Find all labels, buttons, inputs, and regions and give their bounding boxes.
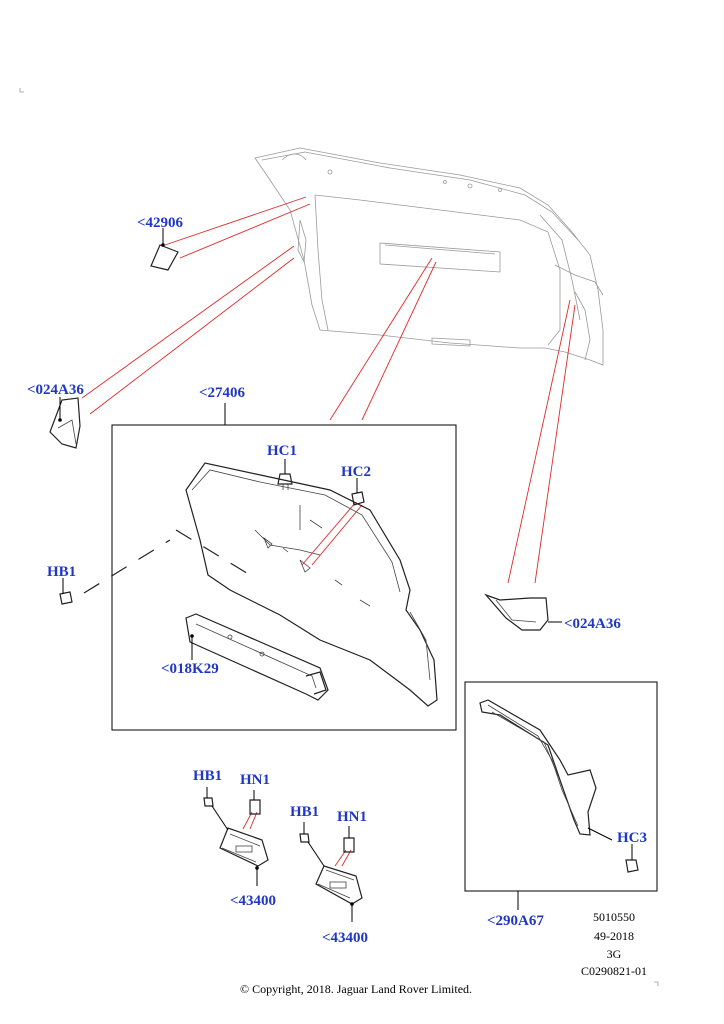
part-27406-label[interactable]: <27406 [199,385,246,401]
part-43400-a-drawing [203,787,269,886]
part-43400-a-label[interactable]: <43400 [230,893,276,909]
tailgate-trim-panel [185,462,438,707]
part-024a36-left-drawing [49,397,81,449]
group-box-290a67 [464,681,658,892]
part-290a67-drawing [479,699,613,841]
hc2-clip-drawing [351,478,365,506]
group-box-27406 [111,424,457,731]
part-42906-drawing [150,228,179,271]
part-43400-b-drawing [299,822,363,922]
part-018k29-label[interactable]: <018K29 [161,661,219,677]
tailgate-outline [19,88,604,366]
reference-number: 5010550 [593,910,635,924]
part-290a67-label[interactable]: <290A67 [487,913,544,929]
part-43400-b-label[interactable]: <43400 [322,930,368,946]
hc1-label[interactable]: HC1 [267,443,297,459]
hc3-label[interactable]: HC3 [617,830,647,846]
part-42906-label[interactable]: <42906 [137,215,184,231]
copyright-text: © Copyright, 2018. Jaguar Land Rover Lim… [240,982,472,996]
hc3-clip-drawing [625,844,639,873]
corner-mark [654,981,659,986]
hb1-dashed-guide [83,529,251,594]
hb1-main-label[interactable]: HB1 [47,564,76,580]
hb1-b-label[interactable]: HB1 [290,804,319,820]
hb1-main-bolt-drawing [59,578,73,605]
part-024a36-right-label[interactable]: <024A36 [564,616,621,632]
hc2-label[interactable]: HC2 [341,464,371,480]
hb1-a-label[interactable]: HB1 [193,768,222,784]
hn1-a-label[interactable]: HN1 [240,772,270,788]
part-018k29-drawing [185,613,329,701]
part-024a36-right-drawing [484,593,562,631]
illustration-id: C0290821-01 [581,964,647,978]
part-024a36-left-label[interactable]: <024A36 [27,382,84,398]
leader-lines [81,196,576,867]
reference-code: 3G [607,947,622,961]
hc1-clip-drawing [277,459,293,490]
hn1-b-label[interactable]: HN1 [337,809,367,825]
reference-date: 49-2018 [594,929,634,943]
